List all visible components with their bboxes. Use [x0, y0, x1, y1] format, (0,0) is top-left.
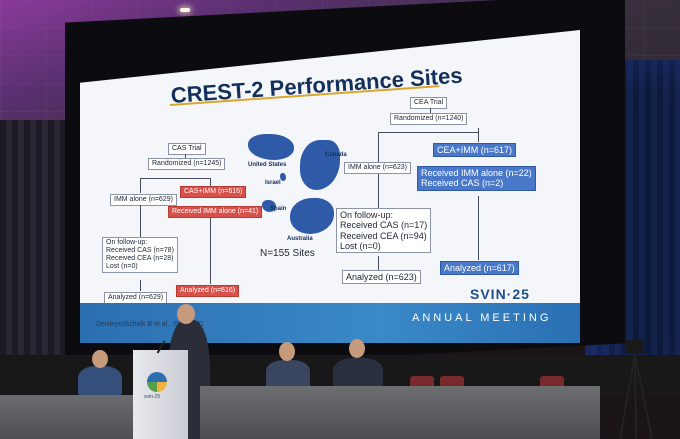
panelist-center-body [266, 360, 310, 388]
panelist-center-head [279, 342, 295, 361]
cas-analyzed-right: Analyzed (n=616) [176, 285, 240, 298]
connector [140, 280, 141, 291]
cas-followup: On follow-up: Received CAS (n=78) Receiv… [102, 237, 178, 274]
connector [478, 128, 479, 142]
panelist-left-head [92, 350, 108, 368]
connector [378, 174, 379, 208]
tripod-leg [634, 353, 637, 439]
cas-received-imm: Received IMM alone (n=41) [168, 206, 263, 219]
tripod-leg [619, 353, 636, 439]
camera-body [626, 340, 644, 354]
connector [185, 154, 186, 159]
cea-imm-box: CEA+IMM (n=617) [433, 143, 517, 158]
tripod-leg [634, 353, 653, 439]
cas-followup-line: Received CAS (n=78) [106, 247, 174, 255]
cea-trial-header: CEA Trial [410, 97, 448, 110]
cea-imm-alone: IMM alone (n=623) [344, 162, 411, 175]
cea-received-line: Received CAS (n=2) [421, 178, 504, 189]
connector [210, 178, 211, 186]
ceiling-light [180, 8, 190, 12]
cas-followup-line: Received CEA (n=28) [106, 255, 174, 263]
citation: Derdeyn/Schalk B et al., Stroke 20 [96, 321, 203, 328]
cea-followup-line: Received CEA (n=94) [340, 230, 427, 241]
cas-imm-alone: IMM alone (n=629) [110, 194, 177, 207]
cas-followup-line: On follow-up: [106, 239, 148, 246]
panelist-left-body [78, 366, 122, 396]
cea-received: Received IMM alone (n=22) Received CAS (… [417, 166, 536, 191]
cas-imm-box: CAS+IMM (n=616) [180, 186, 247, 199]
cea-received-line: Received IMM alone (n=22) [421, 168, 532, 178]
cea-followup-line: Received CAS (n=17) [340, 220, 428, 231]
connector [378, 132, 478, 133]
cea-analyzed-left: Analyzed (n=623) [342, 270, 421, 285]
podium-logo-icon [147, 372, 167, 392]
map-label-australia: Australia [287, 236, 313, 242]
map-spain [262, 200, 276, 212]
annual-meeting-text: ANNUAL MEETING [412, 312, 552, 324]
cas-randomized: Randomized (n=1245) [148, 158, 226, 171]
svin-logo: SVIN·25 [470, 286, 530, 302]
panelist-right-head [349, 339, 365, 358]
connector [478, 196, 479, 260]
podium [133, 350, 188, 439]
map-australia [290, 198, 334, 234]
connector [140, 178, 210, 179]
connector [430, 108, 431, 113]
cea-followup-line: Lost (n=0) [340, 241, 381, 252]
map-usa [248, 134, 294, 160]
connector [140, 178, 141, 193]
cea-analyzed-right: Analyzed (n=617) [440, 261, 519, 276]
panel-table-left [0, 395, 135, 439]
panel-table-right [200, 386, 600, 439]
podium-label: svin·25 [144, 394, 161, 400]
annual-meeting-band [80, 303, 580, 343]
map-label-spain: Spain [270, 206, 287, 212]
map-label-canada: Canada [325, 152, 347, 158]
sites-count: N=155 Sites [260, 248, 315, 259]
speaker-head [177, 304, 195, 324]
connector [378, 132, 379, 162]
cea-randomized: Randomized (n=1240) [390, 113, 468, 126]
map-label-usa: United States [248, 162, 287, 168]
camera-tripod [619, 340, 653, 439]
cas-trial-header: CAS Trial [168, 143, 206, 156]
map-label-israel: Israel [265, 180, 281, 186]
map-israel [280, 173, 286, 181]
connector [378, 256, 379, 270]
connector [140, 205, 141, 237]
cea-followup-line: On follow-up: [340, 210, 394, 220]
cas-followup-line: Lost (n=0) [106, 263, 138, 271]
connector [210, 218, 211, 284]
cea-followup: On follow-up: Received CAS (n=17) Receiv… [336, 208, 432, 254]
panelist-right-body [333, 358, 383, 388]
